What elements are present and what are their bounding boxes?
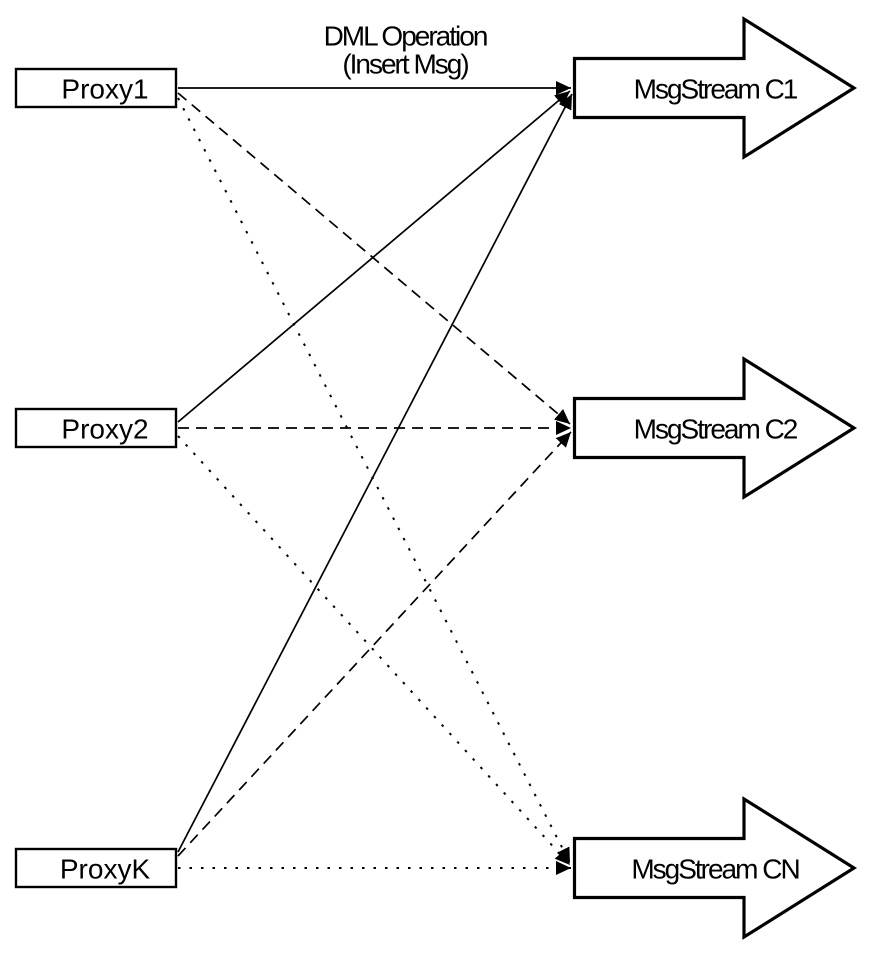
edge-proxyk-to-msgstream-c2 [177, 431, 572, 857]
proxyk-box [14, 847, 178, 889]
edges-layer [177, 81, 573, 875]
edge-proxy1-to-msgstream-c2 [177, 92, 571, 425]
msgstream-c1-node: MsgStream C1 [572, 16, 858, 160]
proxy1-label: Proxy1 [61, 74, 148, 105]
msgstream-cn-node: MsgStream CN [572, 796, 858, 940]
msgstream-c1-arrow-shape [572, 16, 858, 160]
msgstream-c1-label: MsgStream C1 [634, 74, 798, 105]
proxy1-box [14, 67, 178, 109]
msgstream-c2-node: MsgStream C2 [572, 356, 858, 500]
proxy1-node: Proxy1 [14, 67, 178, 109]
msgstream-c2-arrow-shape [572, 356, 858, 500]
proxy2-box [14, 407, 178, 449]
proxyk-label: ProxyK [60, 854, 151, 885]
dml-operation-label-line1: DML Operation [324, 21, 487, 52]
dml-operation-label-line2: (Insert Msg) [342, 49, 468, 80]
edge-proxy2-to-msgstream-cn [177, 435, 571, 866]
edge-proxyk-to-msgstream-c1 [177, 93, 573, 853]
proxy2-label: Proxy2 [61, 414, 148, 445]
msgstream-cn-arrow-shape [572, 796, 858, 940]
proxy2-node: Proxy2 [14, 407, 178, 449]
msgstream-cn-label: MsgStream CN [631, 854, 798, 885]
msgstream-c2-label: MsgStream C2 [634, 414, 798, 445]
proxyk-node: ProxyK [14, 847, 178, 889]
edge-proxy2-to-msgstream-c1 [177, 90, 571, 423]
